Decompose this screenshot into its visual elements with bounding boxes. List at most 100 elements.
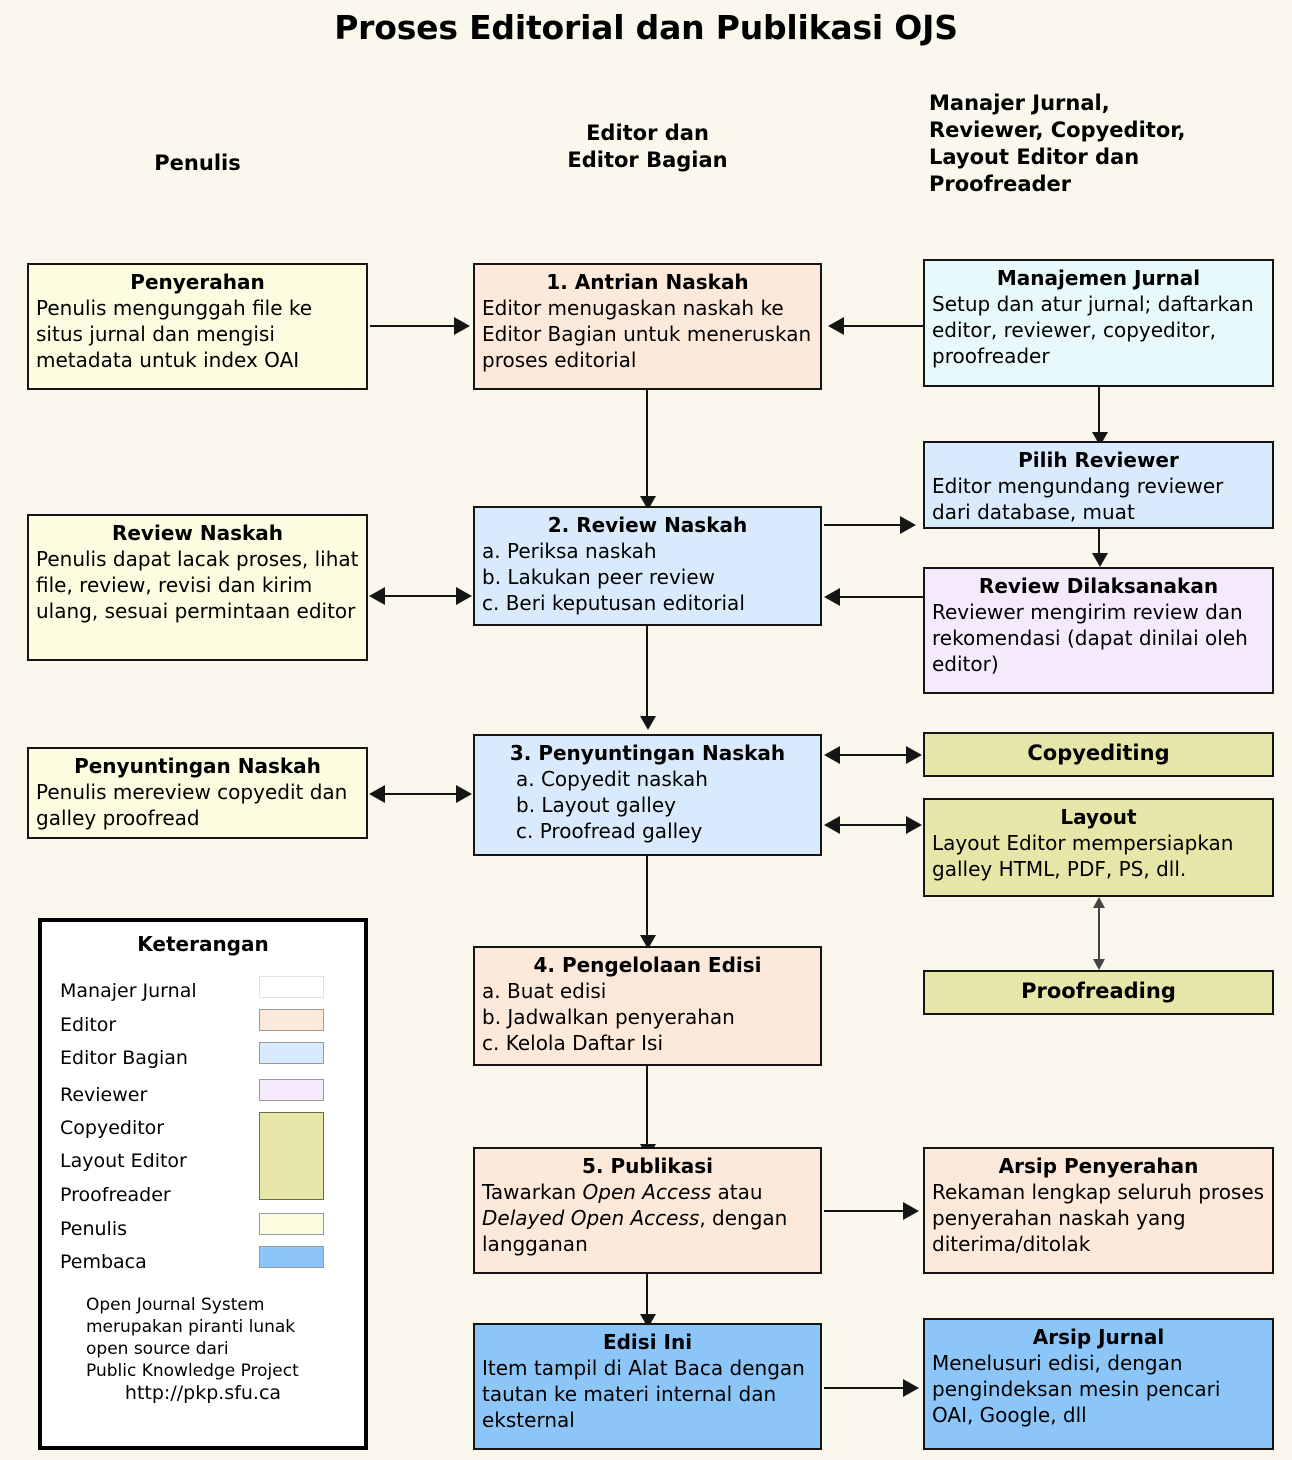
- arrow-line-manajemen-pilih: [1098, 387, 1100, 435]
- arrow-line-penulis-review: [385, 595, 458, 597]
- arrow-head-dilaksanakan-down: [1092, 553, 1108, 567]
- box-arsip-jurnal[interactable]: Arsip Jurnal Menelusuri edisi, dengan pe…: [923, 1318, 1274, 1450]
- box-publikasi-title: 5. Publikasi: [582, 1154, 713, 1178]
- box-arsip-jurnal-title: Arsip Jurnal: [1032, 1325, 1165, 1349]
- arrow-head-layout-up: [1093, 897, 1105, 908]
- publikasi-part-0: Tawarkan: [482, 1180, 583, 1204]
- box-edisi-ini-body: Item tampil di Alat Baca dengan tautan k…: [482, 1356, 805, 1432]
- box-antrian-body: Editor menugaskan naskah ke Editor Bagia…: [482, 296, 812, 372]
- box-edisi-ini-title: Edisi Ini: [602, 1330, 693, 1354]
- arrow-line-pilih-dilaksanakan: [1098, 529, 1100, 555]
- arrow-line-pengelolaan-publikasi: [646, 1066, 648, 1146]
- box-pengelolaan-edisi[interactable]: 4. Pengelolaan Edisi a. Buat edisi b. Ja…: [473, 946, 822, 1066]
- column-header-penulis: Penulis: [154, 151, 241, 175]
- box-publikasi[interactable]: 5. Publikasi Tawarkan Open Access atau D…: [473, 1147, 822, 1274]
- column-header-editor: Editor dan Editor Bagian: [567, 121, 728, 172]
- box-publikasi-body: Tawarkan Open Access atau Delayed Open A…: [482, 1179, 813, 1257]
- box-penyerahan-body: Penulis mengunggah file ke situs jurnal …: [36, 296, 313, 372]
- box-manajemen-jurnal[interactable]: Manajemen Jurnal Setup dan atur jurnal; …: [923, 259, 1274, 387]
- box-review-dilaksanakan[interactable]: Review Dilaksanakan Reviewer mengirim re…: [923, 567, 1274, 694]
- arrow-head-penyuntingan-penulis-right: [456, 785, 472, 803]
- arrow-line-layout-proofreading: [1098, 903, 1100, 965]
- legend-label-penulis: Penulis: [60, 1218, 128, 1240]
- box-review-penulis-body: Penulis dapat lacak proses, lihat file, …: [36, 547, 359, 623]
- publikasi-part-2: atau: [711, 1180, 763, 1204]
- box-arsip-penyerahan-title: Arsip Penyerahan: [998, 1154, 1199, 1178]
- arrow-head-pilih-right: [900, 516, 916, 534]
- arrow-head-antrian: [454, 317, 470, 335]
- arrow-line-antrian-review: [646, 390, 648, 498]
- publikasi-part-1: Open Access: [582, 1180, 712, 1204]
- box-penyuntingan-body: a. Copyedit naskah b. Layout galley c. P…: [516, 767, 708, 843]
- arrow-head-review-left: [824, 588, 840, 606]
- legend-swatch-reviewer: [259, 1079, 324, 1101]
- box-pilih-body: Editor mengundang reviewer dari database…: [932, 474, 1224, 524]
- box-pilih-reviewer[interactable]: Pilih Reviewer Editor mengundang reviewe…: [923, 441, 1274, 529]
- page-title: Proses Editorial dan Publikasi OJS: [334, 8, 958, 47]
- box-penyerahan-title: Penyerahan: [130, 270, 265, 294]
- box-review-body: a. Periksa naskah b. Lakukan peer review…: [482, 539, 745, 615]
- legend-url: http://pkp.sfu.ca: [124, 1382, 282, 1404]
- box-review-naskah-penulis[interactable]: Review Naskah Penulis dapat lacak proses…: [27, 514, 368, 661]
- arrow-head-copyediting-left: [824, 746, 840, 764]
- legend-label-proofreader: Proofreader: [60, 1184, 171, 1206]
- box-layout[interactable]: Layout Layout Editor mempersiapkan galle…: [923, 798, 1274, 897]
- arrow-line-review-pilih: [824, 524, 902, 526]
- box-penyuntingan-penulis-title: Penyuntingan Naskah: [74, 754, 321, 778]
- column-header-manajer: Manajer Jurnal, Reviewer, Copyeditor, La…: [929, 91, 1186, 196]
- legend-panel: Keterangan Manajer Jurnal Editor Editor …: [38, 918, 368, 1450]
- box-layout-title: Layout: [1060, 805, 1137, 829]
- box-pengelolaan-title: 4. Pengelolaan Edisi: [533, 953, 762, 977]
- box-arsip-penyerahan[interactable]: Arsip Penyerahan Rekaman lengkap seluruh…: [923, 1147, 1274, 1274]
- legend-swatch-penulis: [259, 1213, 324, 1235]
- box-pengelolaan-body: a. Buat edisi b. Jadwalkan penyerahan c.…: [482, 979, 735, 1055]
- arrow-line-penulis-penyuntingan: [385, 793, 458, 795]
- legend-title: Keterangan: [137, 932, 269, 956]
- arrow-line-review-penyuntingan: [646, 626, 648, 718]
- box-penyuntingan-title: 3. Penyuntingan Naskah: [509, 741, 786, 765]
- legend-swatch-editor-bagian: [259, 1042, 324, 1064]
- box-pilih-title: Pilih Reviewer: [1018, 448, 1179, 472]
- arrow-line-edisi-arsipjurnal: [824, 1387, 906, 1389]
- box-penyuntingan-penulis-body: Penulis mereview copyedit dan galley pro…: [36, 780, 348, 830]
- box-copyediting-title: Copyediting: [1027, 741, 1170, 766]
- legend-swatch-manajer-jurnal: [259, 976, 324, 998]
- legend-label-manajer-jurnal: Manajer Jurnal: [60, 980, 197, 1002]
- legend-label-editor-bagian: Editor Bagian: [60, 1047, 188, 1069]
- publikasi-part-3: Delayed Open Access: [482, 1206, 700, 1230]
- arrow-line-penyuntingan-pengelolaan: [646, 856, 648, 937]
- box-penyuntingan-naskah[interactable]: 3. Penyuntingan Naskah a. Copyedit naska…: [473, 734, 822, 856]
- legend-label-pembaca: Pembaca: [60, 1251, 147, 1273]
- publikasi-part-4: , dengan langganan: [482, 1206, 788, 1256]
- box-edisi-ini[interactable]: Edisi Ini Item tampil di Alat Baca denga…: [473, 1323, 822, 1450]
- arrow-line-publikasi-arsip: [824, 1210, 906, 1212]
- box-layout-body: Layout Editor mempersiapkan galley HTML,…: [932, 831, 1234, 881]
- box-manajemen-body: Setup dan atur jurnal; daftarkan editor,…: [932, 292, 1254, 368]
- arrow-line-penyerahan-antrian: [370, 325, 456, 327]
- arrow-head-penyuntingan-down: [640, 716, 656, 730]
- legend-swatch-production: [259, 1112, 324, 1200]
- box-arsip-penyerahan-body: Rekaman lengkap seluruh proses penyeraha…: [932, 1180, 1265, 1256]
- box-penyuntingan-penulis[interactable]: Penyuntingan Naskah Penulis mereview cop…: [27, 747, 368, 839]
- arrow-head-layout-left: [824, 816, 840, 834]
- box-antrian-title: 1. Antrian Naskah: [546, 270, 749, 294]
- legend-swatch-pembaca: [259, 1246, 324, 1268]
- arrow-head-proofreading-down: [1093, 959, 1105, 970]
- box-review-naskah[interactable]: 2. Review Naskah a. Periksa naskah b. La…: [473, 506, 822, 626]
- arrow-head-layout-right: [906, 816, 922, 834]
- box-review-dilaksanakan-body: Reviewer mengirim review dan rekomendasi…: [932, 600, 1248, 676]
- legend-note: Open Journal System merupakan piranti lu…: [86, 1295, 299, 1382]
- legend-label-editor: Editor: [60, 1014, 117, 1036]
- legend-label-copyeditor: Copyeditor: [60, 1117, 165, 1139]
- box-manajemen-title: Manajemen Jurnal: [996, 266, 1201, 290]
- legend-swatch-editor: [259, 1009, 324, 1031]
- box-copyediting[interactable]: Copyediting: [923, 732, 1274, 777]
- arrow-head-penulis-left: [369, 587, 385, 605]
- box-penyerahan[interactable]: Penyerahan Penulis mengunggah file ke si…: [27, 263, 368, 390]
- box-proofreading[interactable]: Proofreading: [923, 970, 1274, 1015]
- arrow-line-publikasi-edisi: [646, 1274, 648, 1316]
- arrow-line-penyuntingan-copyediting: [840, 754, 908, 756]
- box-antrian-naskah[interactable]: 1. Antrian Naskah Editor menugaskan nask…: [473, 263, 822, 390]
- arrow-head-pengelolaan-down: [640, 935, 656, 949]
